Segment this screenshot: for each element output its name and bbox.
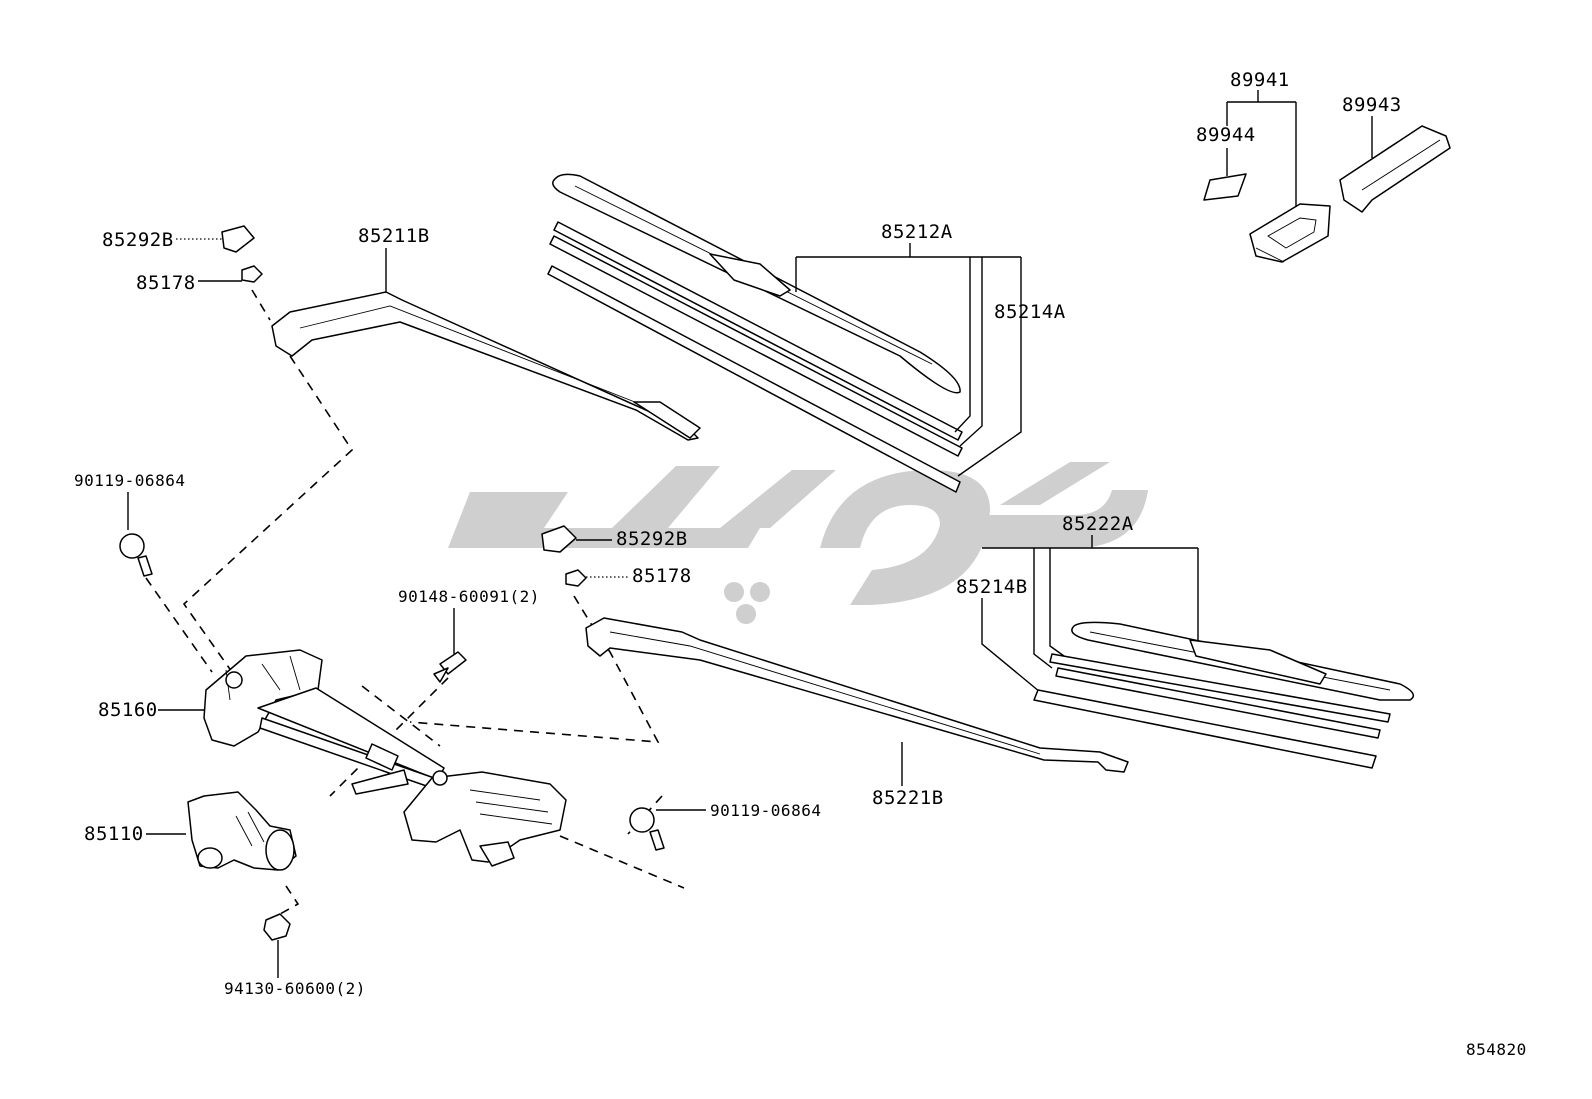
label-85178-top: 85178 bbox=[136, 272, 196, 294]
label-85110: 85110 bbox=[84, 823, 144, 845]
part-85160-linkage bbox=[158, 649, 567, 867]
part-85214B-refills bbox=[1033, 653, 1391, 769]
leaders-89941 bbox=[1226, 90, 1373, 208]
leaders-85212A bbox=[795, 243, 1022, 477]
part-85221B-arm bbox=[585, 617, 1129, 786]
label-90148-60091: 90148-60091(2) bbox=[398, 587, 540, 606]
leaders-85222A bbox=[981, 535, 1199, 693]
part-89941-adapter bbox=[1249, 203, 1331, 263]
label-90119-06864-bot: 90119-06864 bbox=[710, 801, 821, 820]
part-89944-pad bbox=[1203, 173, 1247, 201]
part-85214A-refills bbox=[547, 221, 963, 493]
part-85178-nut-top bbox=[198, 265, 263, 283]
part-85292B-cap-top bbox=[176, 225, 255, 253]
label-89943: 89943 bbox=[1342, 94, 1402, 116]
label-85221B: 85221B bbox=[872, 787, 944, 809]
label-85178-mid: 85178 bbox=[632, 565, 692, 587]
label-90119-06864-top: 90119-06864 bbox=[74, 471, 185, 490]
figure-code: 854820 bbox=[1466, 1040, 1527, 1059]
part-85222A-blade bbox=[1071, 621, 1415, 701]
part-90119-bolt-top bbox=[119, 492, 153, 577]
label-85292B-top: 85292B bbox=[102, 229, 174, 251]
part-89943-cover bbox=[1339, 125, 1451, 213]
label-85292B-mid: 85292B bbox=[616, 528, 688, 550]
part-90148-bolt bbox=[433, 608, 467, 683]
part-90119-bolt-bot bbox=[629, 807, 706, 851]
label-85160: 85160 bbox=[98, 699, 158, 721]
part-85110-motor bbox=[146, 791, 297, 871]
label-89944: 89944 bbox=[1196, 124, 1256, 146]
part-85211B-arm bbox=[271, 248, 701, 441]
label-85214A: 85214A bbox=[994, 301, 1066, 323]
part-85212A-blade bbox=[552, 173, 961, 394]
label-85214B: 85214B bbox=[956, 576, 1028, 598]
label-85211B: 85211B bbox=[358, 225, 430, 247]
label-94130-60600: 94130-60600(2) bbox=[224, 979, 366, 998]
label-85212A: 85212A bbox=[881, 221, 953, 243]
part-85178-nut-mid bbox=[565, 569, 628, 587]
label-89941: 89941 bbox=[1230, 69, 1290, 91]
label-85222A: 85222A bbox=[1062, 513, 1134, 535]
part-94130-nut bbox=[263, 913, 291, 978]
part-85292B-cap-mid bbox=[541, 525, 612, 553]
watermark-logo bbox=[448, 462, 1148, 624]
